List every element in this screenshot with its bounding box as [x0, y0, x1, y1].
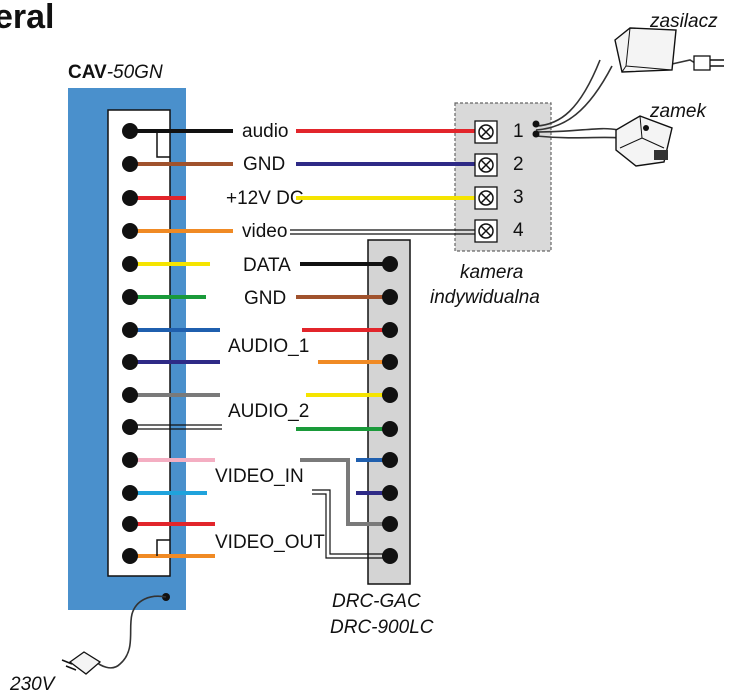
panel-brand: CAV [68, 62, 107, 83]
lock-label: zamek [649, 101, 707, 122]
panel-terminals [122, 123, 138, 564]
drc-label-line1: DRC-GAC [332, 591, 421, 612]
camera-terminal-2: 2 [513, 154, 524, 175]
camera-label-line2: indywidualna [430, 287, 540, 308]
panel-left-wires [130, 262, 222, 558]
camera-contact-b [532, 130, 540, 138]
wire-bridge [156, 539, 170, 556]
drc-terminals [382, 256, 398, 564]
drc-wire-gray [300, 458, 390, 526]
accessory-cables [535, 59, 701, 139]
power-supply-icon [614, 27, 724, 73]
power-supply-label: zasilacz [649, 11, 718, 32]
title-fragment: eral [0, 0, 55, 36]
label-video: video [242, 221, 287, 242]
camera-terminals [474, 120, 498, 243]
camera-terminal-4: 4 [513, 220, 524, 241]
label-12v: +12V DC [226, 188, 304, 209]
panel-label: CAV-50GN [68, 62, 163, 83]
wire-video-white [290, 229, 480, 235]
wire-black-drop [156, 131, 170, 158]
label-audio-2: AUDIO_2 [228, 401, 309, 422]
lock-icon [615, 115, 673, 167]
label-data: DATA [243, 255, 291, 276]
label-gnd-1: GND [243, 154, 285, 175]
wire-white [130, 424, 222, 430]
drc-label-line2: DRC-900LC [330, 617, 434, 638]
panel-camera-wires [130, 129, 480, 235]
label-gnd-2: GND [244, 288, 286, 309]
panel-terminal-strip [107, 109, 171, 577]
label-audio: audio [242, 121, 289, 142]
camera-terminal-1: 1 [513, 121, 524, 142]
camera-terminal-3: 3 [513, 187, 524, 208]
label-audio-1: AUDIO_1 [228, 336, 309, 357]
drc-wire-white [312, 489, 390, 559]
label-video-out: VIDEO_OUT [215, 532, 325, 553]
camera-contact-a [532, 120, 540, 128]
power-label: 230V [9, 674, 57, 693]
panel-model: -50GN [107, 62, 163, 83]
power-plug-icon [61, 651, 102, 675]
power-cable [93, 595, 167, 669]
camera-box [454, 102, 552, 252]
label-video-in: VIDEO_IN [215, 466, 304, 487]
camera-label-line1: kamera [460, 262, 523, 283]
